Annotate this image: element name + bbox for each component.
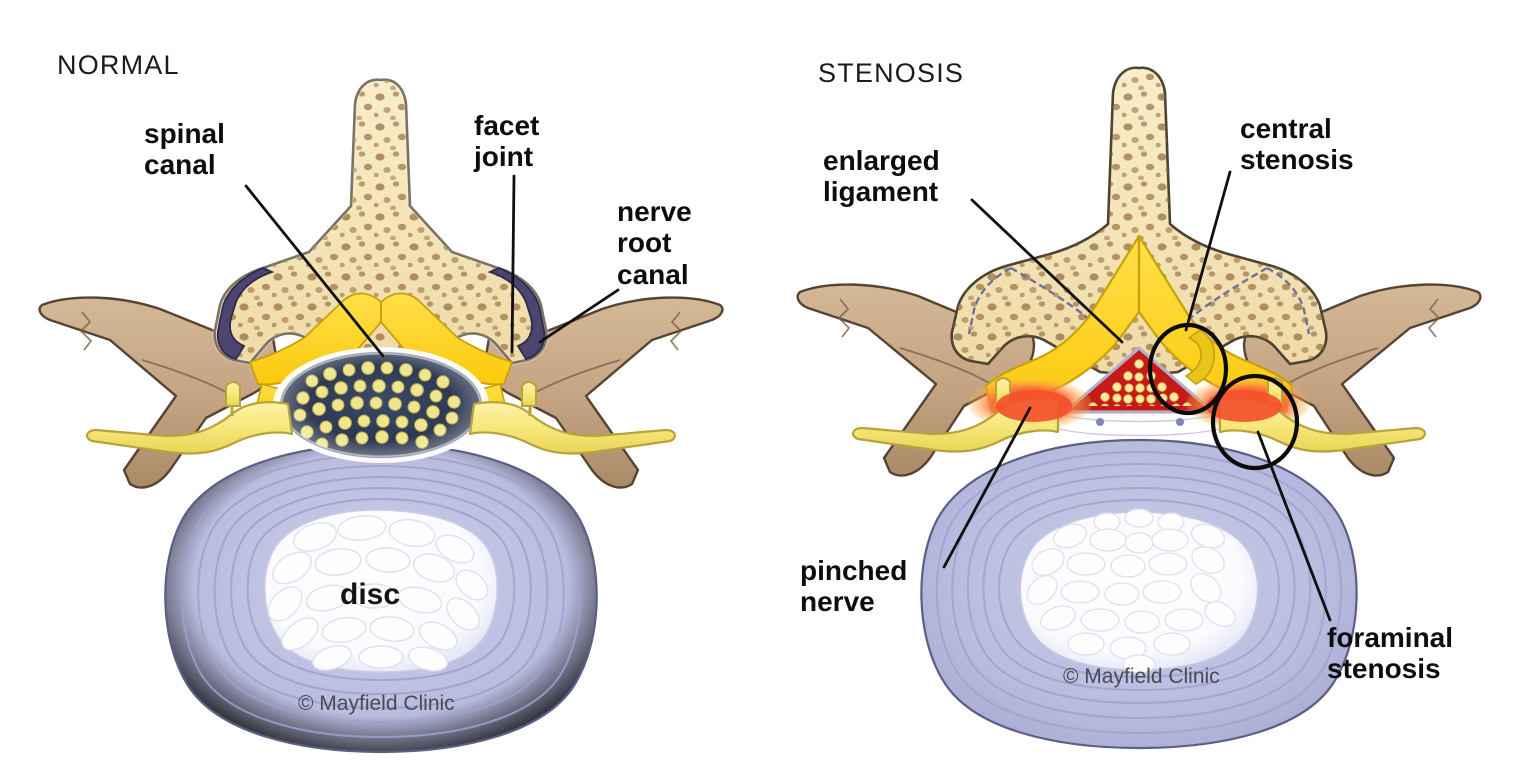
cortical-inner-line xyxy=(967,266,1311,335)
circle-foraminal-stenosis xyxy=(1210,373,1300,471)
leader-facet-joint xyxy=(510,174,516,354)
label-disc: disc xyxy=(340,578,401,611)
normal-nerve-roots xyxy=(86,381,676,455)
ligament-notch xyxy=(1184,329,1216,385)
label-pinched-nerve: pinched nerve xyxy=(800,555,908,618)
leader-pinched-nerve xyxy=(942,406,1032,569)
compression-hotspot-left xyxy=(996,390,1072,422)
normal-leader-lines xyxy=(244,174,620,358)
label-enlarged-ligament: enlarged ligament xyxy=(823,145,940,208)
credit-normal: © Mayfield Clinic xyxy=(298,692,455,715)
normal-facet-joints xyxy=(216,267,546,361)
panel-title-normal: NORMAL xyxy=(57,50,180,80)
label-central-stenosis: central stenosis xyxy=(1240,113,1354,176)
label-nerve-root-canal: nerve root canal xyxy=(617,196,692,290)
disc-annulus-rings xyxy=(935,450,1343,735)
leader-foraminal-stenosis xyxy=(1256,430,1332,622)
normal-intervertebral-disc xyxy=(164,442,598,754)
leader-enlarged-ligament xyxy=(970,198,1124,344)
disc-annulus-rings xyxy=(180,453,582,739)
leader-nerve-root-canal xyxy=(538,288,620,344)
nerve-stub-left xyxy=(225,381,241,407)
normal-vertebra-figure xyxy=(38,77,724,754)
nucleus-lobules xyxy=(1026,508,1236,674)
label-facet-joint: facet joint xyxy=(474,110,540,173)
label-spinal-canal: spinal canal xyxy=(144,118,225,181)
nucleus-lobules xyxy=(267,515,489,672)
label-foraminal-stenosis: foraminal stenosis xyxy=(1327,622,1454,685)
normal-spinal-canal xyxy=(273,347,489,463)
facet-joint-right xyxy=(487,267,546,361)
leader-spinal-canal xyxy=(244,184,385,358)
compression-hotspot-right xyxy=(1206,390,1282,422)
facet-joint-left xyxy=(216,267,275,361)
csf-markers xyxy=(1096,418,1184,426)
credit-stenosis: © Mayfield Clinic xyxy=(1063,665,1220,688)
stenosis-nerve-roots xyxy=(852,377,1426,453)
panel-title-stenosis: STENOSIS xyxy=(818,58,965,88)
nerve-stub-right xyxy=(521,381,537,407)
stenosis-intervertebral-disc xyxy=(920,438,1358,750)
leader-central-stenosis xyxy=(1184,170,1232,332)
transverse-process-texture xyxy=(837,298,1441,387)
stenosis-leader-lines xyxy=(942,170,1332,622)
